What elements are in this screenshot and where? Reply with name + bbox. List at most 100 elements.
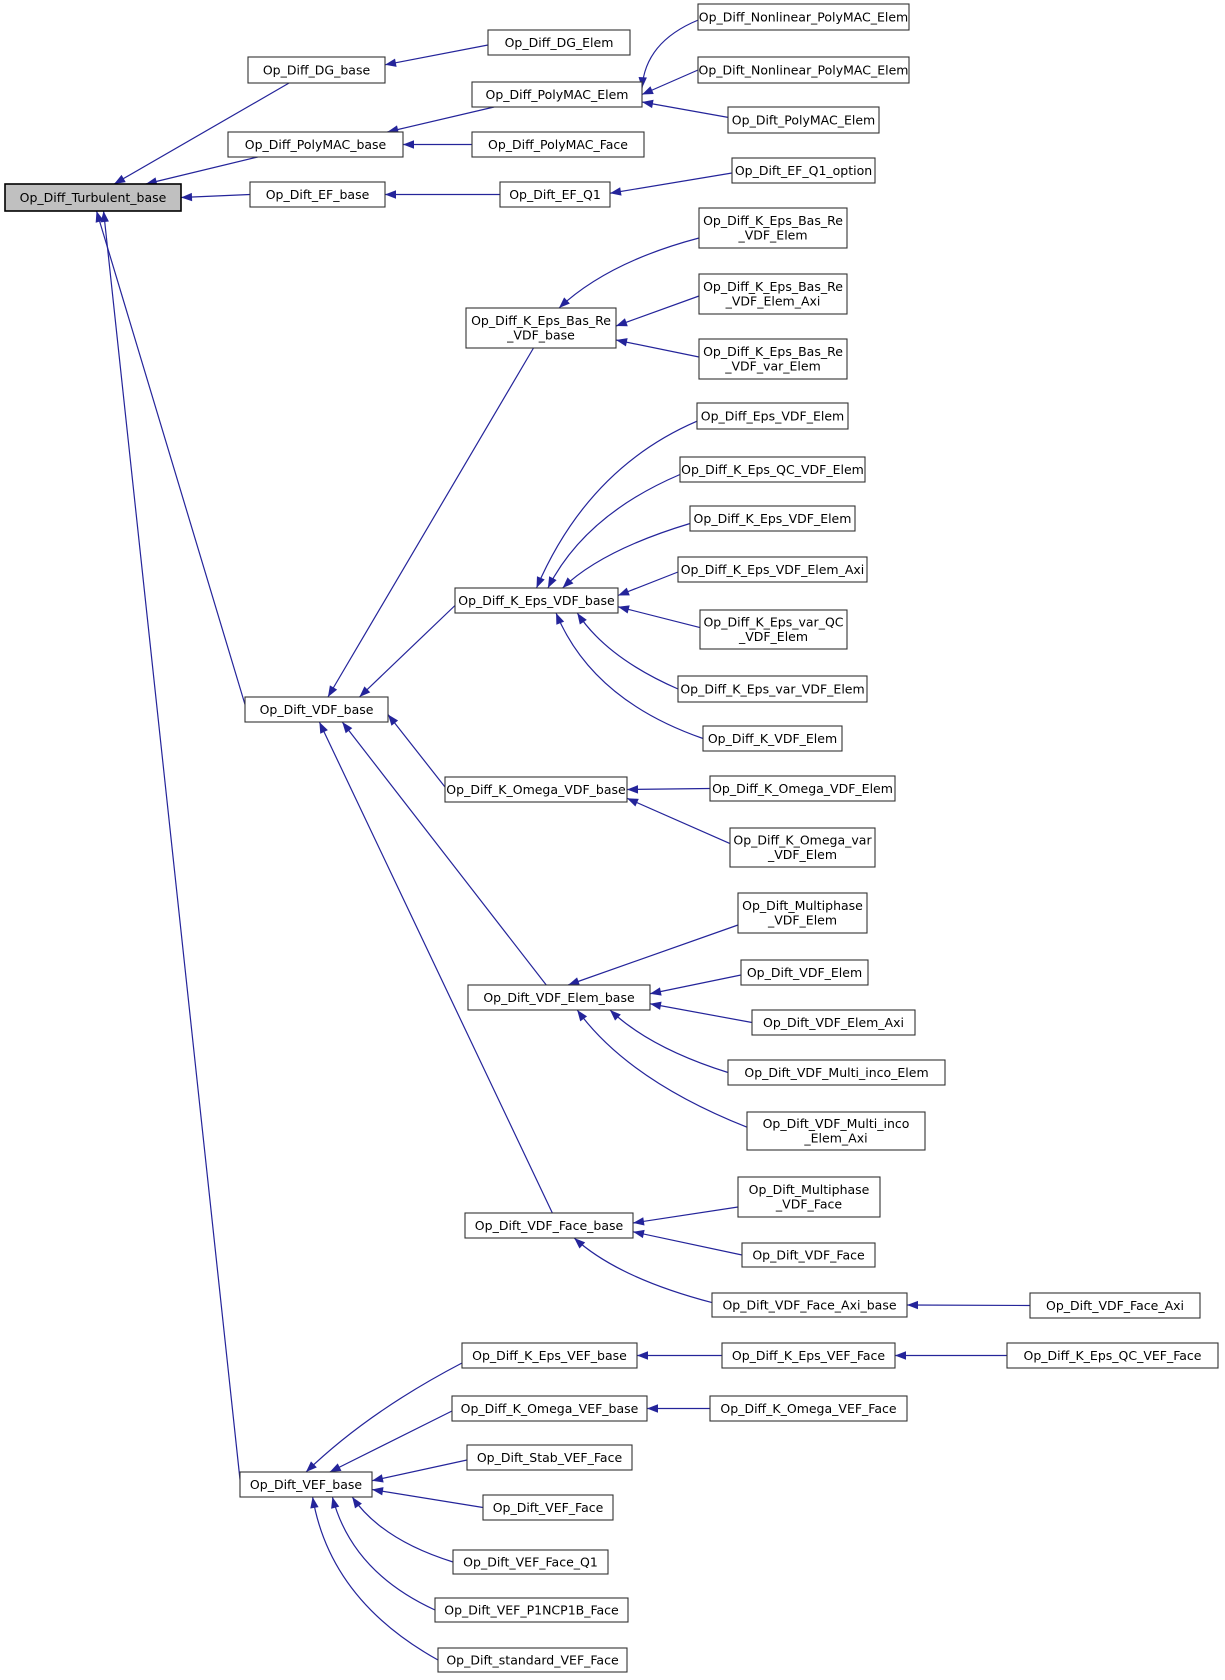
- class-node-ef_q1[interactable]: Op_Dift_EF_Q1: [499, 181, 611, 208]
- class-node-polymac_elem[interactable]: Op_Diff_PolyMAC_Elem: [471, 81, 643, 108]
- class-node-box[interactable]: [746, 1111, 926, 1151]
- class-node-box[interactable]: [709, 775, 896, 802]
- class-node-box[interactable]: [741, 1242, 876, 1268]
- class-node-komega_vdf_elem[interactable]: Op_Diff_K_Omega_VDF_Elem: [709, 775, 896, 802]
- class-node-box[interactable]: [698, 207, 848, 249]
- class-node-box[interactable]: [737, 892, 868, 934]
- class-node-basre_var_elem[interactable]: Op_Diff_K_Eps_Bas_Re_VDF_var_Elem: [698, 338, 848, 380]
- class-node-box[interactable]: [737, 1176, 881, 1218]
- class-node-box[interactable]: [461, 1342, 638, 1369]
- class-node-box[interactable]: [466, 1444, 633, 1471]
- class-node-basre_base[interactable]: Op_Diff_K_Eps_Bas_Re_VDF_base: [465, 307, 617, 349]
- class-node-box[interactable]: [677, 556, 868, 583]
- class-node-box[interactable]: [697, 3, 910, 31]
- class-node-box[interactable]: [696, 402, 849, 430]
- class-node-nonlinear_diff[interactable]: Op_Diff_Nonlinear_PolyMAC_Elem: [697, 3, 910, 31]
- class-node-vdf_elem_base[interactable]: Op_Dift_VDF_Elem_base: [467, 984, 651, 1011]
- class-node-box[interactable]: [454, 587, 619, 614]
- class-node-box[interactable]: [729, 827, 876, 868]
- class-node-vdf_face_axi[interactable]: Op_Dift_VDF_Face_Axi: [1029, 1292, 1201, 1319]
- class-node-box[interactable]: [689, 505, 856, 532]
- class-node-box[interactable]: [482, 1494, 614, 1521]
- class-node-box[interactable]: [1006, 1342, 1219, 1369]
- class-node-nonlinear_dift[interactable]: Op_Dift_Nonlinear_PolyMAC_Elem: [697, 56, 910, 84]
- class-node-keps_qc_vef_face[interactable]: Op_Diff_K_Eps_QC_VEF_Face: [1006, 1342, 1219, 1369]
- class-node-box[interactable]: [247, 56, 386, 84]
- class-node-dg_base[interactable]: Op_Diff_DG_base: [247, 56, 386, 84]
- class-node-stab_vef_face[interactable]: Op_Dift_Stab_VEF_Face: [466, 1444, 633, 1471]
- class-node-keps_vef_base[interactable]: Op_Diff_K_Eps_VEF_base: [461, 1342, 638, 1369]
- class-node-box[interactable]: [437, 1647, 628, 1673]
- class-node-polymac_base[interactable]: Op_Diff_PolyMAC_base: [227, 131, 404, 158]
- class-node-box[interactable]: [499, 181, 611, 208]
- class-node-multiphase_vdf_elem[interactable]: Op_Dift_Multiphase_VDF_Elem: [737, 892, 868, 934]
- class-node-box[interactable]: [727, 1059, 946, 1086]
- class-node-vef_base[interactable]: Op_Dift_VEF_base: [239, 1471, 373, 1498]
- class-node-box[interactable]: [709, 1395, 908, 1422]
- class-node-box[interactable]: [471, 131, 645, 158]
- class-node-box[interactable]: [740, 959, 869, 986]
- class-node-box[interactable]: [467, 984, 651, 1011]
- class-node-keps_var_qc[interactable]: Op_Diff_K_Eps_var_QC_VDF_Elem: [699, 609, 848, 650]
- class-node-komega_vef_base[interactable]: Op_Diff_K_Omega_VEF_base: [451, 1395, 648, 1422]
- class-node-box[interactable]: [697, 56, 910, 84]
- class-node-k_vdf_elem[interactable]: Op_Diff_K_VDF_Elem: [702, 725, 843, 752]
- class-node-komega_vdf_base[interactable]: Op_Diff_K_Omega_VDF_base: [444, 776, 628, 803]
- class-node-eps_vdf_elem[interactable]: Op_Diff_Eps_VDF_Elem: [696, 402, 849, 430]
- class-node-box[interactable]: [699, 609, 848, 650]
- class-node-dift_polymac_elem[interactable]: Op_Dift_PolyMAC_Elem: [727, 106, 880, 134]
- class-node-vdf_base[interactable]: Op_Dift_VDF_base: [244, 696, 389, 723]
- class-node-box[interactable]: [444, 776, 628, 803]
- class-node-box[interactable]: [679, 456, 866, 483]
- class-node-dift_vdf_elem_axi[interactable]: Op_Dift_VDF_Elem_Axi: [751, 1009, 916, 1036]
- class-node-keps_vdf_elem_axi[interactable]: Op_Diff_K_Eps_VDF_Elem_Axi: [677, 556, 868, 583]
- class-node-vdf_face_axi_base[interactable]: Op_Dift_VDF_Face_Axi_base: [711, 1292, 908, 1318]
- class-node-komega_var[interactable]: Op_Diff_K_Omega_var_VDF_Elem: [729, 827, 876, 868]
- class-node-box[interactable]: [4, 183, 182, 212]
- class-node-box[interactable]: [751, 1009, 916, 1036]
- class-node-ef_q1_option[interactable]: Op_Dift_EF_Q1_option: [731, 157, 876, 184]
- class-node-box[interactable]: [239, 1471, 373, 1498]
- class-node-box[interactable]: [227, 131, 404, 158]
- class-node-box[interactable]: [698, 273, 848, 315]
- class-node-multi_inco_elem[interactable]: Op_Dift_VDF_Multi_inco_Elem: [727, 1059, 946, 1086]
- class-node-keps_vdf_base[interactable]: Op_Diff_K_Eps_VDF_base: [454, 587, 619, 614]
- class-node-box[interactable]: [249, 181, 386, 208]
- class-node-vdf_face_base[interactable]: Op_Dift_VDF_Face_base: [464, 1212, 634, 1239]
- class-node-multiphase_vdf_face[interactable]: Op_Dift_Multiphase_VDF_Face: [737, 1176, 881, 1218]
- class-node-keps_var_vdf_elem[interactable]: Op_Diff_K_Eps_var_VDF_Elem: [677, 675, 868, 703]
- class-node-box[interactable]: [702, 725, 843, 752]
- class-node-box[interactable]: [452, 1549, 609, 1575]
- class-node-box[interactable]: [698, 338, 848, 380]
- class-node-box[interactable]: [721, 1342, 896, 1369]
- class-node-box[interactable]: [244, 696, 389, 723]
- class-node-box[interactable]: [711, 1292, 908, 1318]
- class-node-box[interactable]: [731, 157, 876, 184]
- class-node-keps_qc_vdf_elem[interactable]: Op_Diff_K_Eps_QC_VDF_Elem: [679, 456, 866, 483]
- class-node-turbulent_base[interactable]: Op_Diff_Turbulent_base: [4, 183, 182, 212]
- class-node-box[interactable]: [677, 675, 868, 703]
- class-node-basre_elem_axi[interactable]: Op_Diff_K_Eps_Bas_Re_VDF_Elem_Axi: [698, 273, 848, 315]
- class-node-vef_p1ncp1b[interactable]: Op_Dift_VEF_P1NCP1B_Face: [434, 1597, 629, 1623]
- class-node-box[interactable]: [434, 1597, 629, 1623]
- class-node-basre_elem[interactable]: Op_Diff_K_Eps_Bas_Re_VDF_Elem: [698, 207, 848, 249]
- class-node-keps_vdf_elem[interactable]: Op_Diff_K_Eps_VDF_Elem: [689, 505, 856, 532]
- class-node-dift_vdf_elem[interactable]: Op_Dift_VDF_Elem: [740, 959, 869, 986]
- class-node-vef_face_q1[interactable]: Op_Dift_VEF_Face_Q1: [452, 1549, 609, 1575]
- class-node-box[interactable]: [451, 1395, 648, 1422]
- class-node-box[interactable]: [465, 307, 617, 349]
- class-node-box[interactable]: [464, 1212, 634, 1239]
- class-node-dg_elem[interactable]: Op_Diff_DG_Elem: [487, 29, 631, 56]
- class-node-box[interactable]: [471, 81, 643, 108]
- class-node-polymac_face[interactable]: Op_Diff_PolyMAC_Face: [471, 131, 645, 158]
- class-node-keps_vef_face[interactable]: Op_Diff_K_Eps_VEF_Face: [721, 1342, 896, 1369]
- class-node-multi_inco_elem_axi[interactable]: Op_Dift_VDF_Multi_inco_Elem_Axi: [746, 1111, 926, 1151]
- class-node-ef_base[interactable]: Op_Dift_EF_base: [249, 181, 386, 208]
- class-node-dift_vdf_face[interactable]: Op_Dift_VDF_Face: [741, 1242, 876, 1268]
- class-node-box[interactable]: [727, 106, 880, 134]
- class-node-vef_face[interactable]: Op_Dift_VEF_Face: [482, 1494, 614, 1521]
- class-node-komega_vef_face[interactable]: Op_Diff_K_Omega_VEF_Face: [709, 1395, 908, 1422]
- class-node-standard_vef_face[interactable]: Op_Dift_standard_VEF_Face: [437, 1647, 628, 1673]
- class-node-box[interactable]: [1029, 1292, 1201, 1319]
- class-node-box[interactable]: [487, 29, 631, 56]
